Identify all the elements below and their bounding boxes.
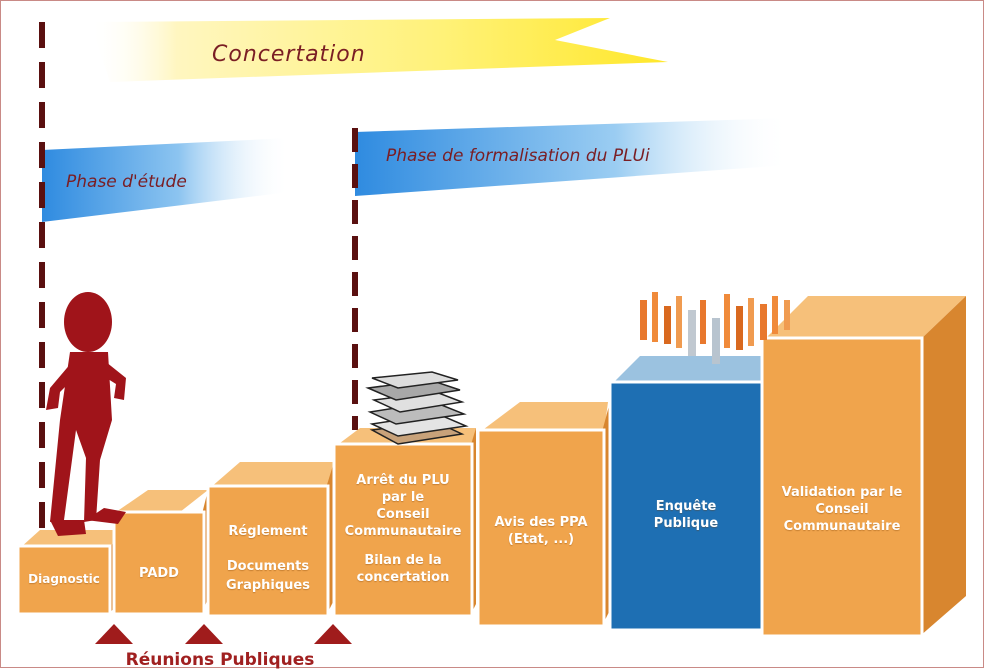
step-padd bbox=[112, 490, 208, 616]
arret-line-6: Bilan de la bbox=[364, 553, 442, 568]
padd-text: PADD bbox=[139, 566, 179, 581]
walking-person-icon bbox=[46, 292, 126, 536]
phase-etude-banner bbox=[42, 138, 290, 222]
phase-etude-title: Phase d'étude bbox=[66, 172, 187, 192]
concertation-title: Concertation bbox=[212, 42, 366, 67]
step-avis-label: Avis des PPA (Etat, ...) bbox=[478, 514, 604, 548]
reunions-publiques-label: Réunions Publiques bbox=[125, 650, 315, 670]
step-enquete-label: Enquête Publique bbox=[610, 498, 762, 532]
step-arret-label: Arrêt du PLU par le Conseil Communautair… bbox=[334, 472, 472, 586]
phase-formalisation-banner bbox=[355, 118, 790, 196]
step-diagnostic-label: Diagnostic bbox=[18, 571, 110, 588]
crowd-icon bbox=[640, 292, 790, 364]
step-reglement bbox=[206, 462, 334, 618]
step-reglement-label: Réglement Documents Graphiques bbox=[208, 522, 328, 595]
step-validation bbox=[760, 296, 966, 638]
step-validation-label: Validation par le Conseil Communautaire bbox=[762, 484, 922, 535]
arret-spacer bbox=[334, 540, 472, 552]
validation-line-2: Conseil bbox=[815, 502, 869, 517]
reunion-marker-2 bbox=[185, 624, 223, 644]
step-padd-label: PADD bbox=[114, 565, 204, 582]
concertation-banner bbox=[90, 18, 668, 82]
reunion-marker-3 bbox=[314, 624, 352, 644]
validation-line-3: Communautaire bbox=[783, 519, 901, 534]
step-avis bbox=[476, 402, 610, 628]
arret-line-7: concertation bbox=[356, 570, 450, 585]
avis-line-2: (Etat, ...) bbox=[507, 532, 575, 547]
reglement-line-1: Réglement bbox=[228, 524, 308, 539]
reunion-marker-1 bbox=[95, 624, 133, 644]
arret-line-1: Arrêt du PLU bbox=[356, 473, 450, 488]
reglement-line-2: Documents bbox=[226, 559, 310, 574]
arret-line-3: Conseil bbox=[376, 507, 430, 522]
enquete-line-1: Enquête bbox=[655, 499, 717, 514]
enquete-line-2: Publique bbox=[653, 516, 719, 531]
avis-line-1: Avis des PPA bbox=[494, 515, 588, 530]
validation-line-1: Validation par le bbox=[781, 485, 903, 500]
diagnostic-text: Diagnostic bbox=[28, 572, 100, 586]
books-icon bbox=[365, 371, 469, 445]
step-enquete bbox=[608, 356, 768, 632]
reglement-line-3: Graphiques bbox=[226, 578, 310, 593]
arret-line-4: Communautaire bbox=[344, 524, 462, 539]
arret-line-2: par le bbox=[381, 490, 425, 505]
phase-formalisation-title: Phase de formalisation du PLUi bbox=[386, 146, 650, 166]
